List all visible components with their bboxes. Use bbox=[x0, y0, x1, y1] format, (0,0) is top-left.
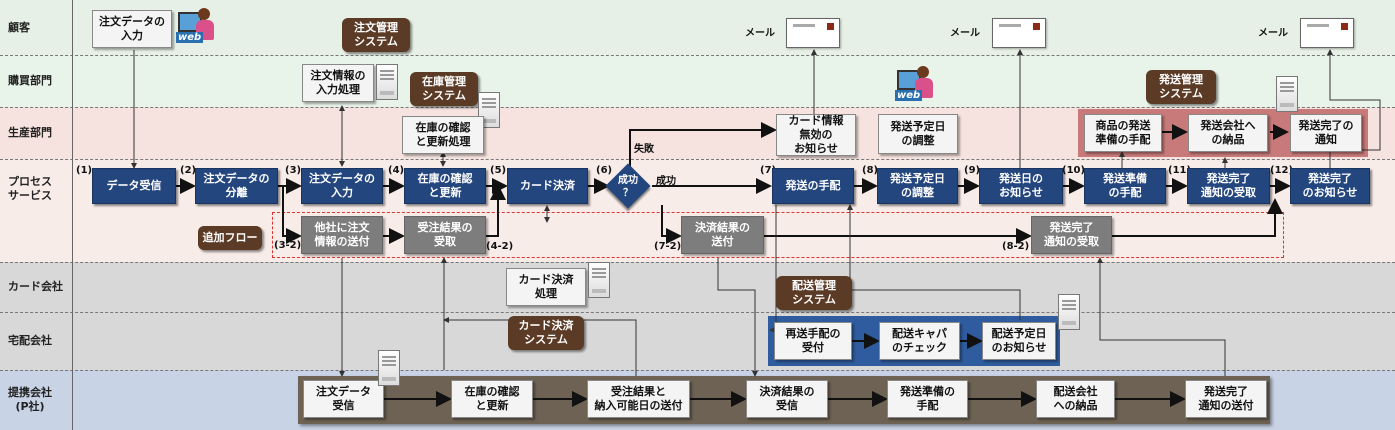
process-step-12[interactable]: 発送完了 のお知らせ bbox=[1290, 168, 1370, 204]
lane-customer bbox=[0, 0, 1395, 55]
process-step-1[interactable]: データ受信 bbox=[92, 168, 176, 204]
step-number: (8) bbox=[862, 165, 879, 176]
web-label: web bbox=[176, 32, 204, 43]
mail-label-1: メール bbox=[745, 28, 775, 39]
process-step-2[interactable]: 注文データの 分離 bbox=[195, 168, 278, 204]
web-user-icon: web bbox=[895, 64, 939, 106]
lane-label-courier: 宅配会社 bbox=[8, 334, 52, 348]
delivery-management-system: 配送管理 システム bbox=[776, 276, 852, 310]
process-step-4[interactable]: 在庫の確認 と更新 bbox=[404, 168, 486, 204]
lane-label-purchasing: 購買部門 bbox=[8, 74, 52, 88]
step-number: (11) bbox=[1168, 165, 1192, 176]
mail-icon bbox=[1300, 18, 1354, 48]
process-step-8[interactable]: 発送予定日 の調整 bbox=[877, 168, 958, 204]
card-invalid-notice[interactable]: カード情報 無効の お知らせ bbox=[776, 114, 856, 156]
courier-step-1[interactable]: 再送手配の 受付 bbox=[774, 322, 852, 360]
step-number: (8-2) bbox=[1002, 241, 1030, 252]
step-number: (3-2) bbox=[274, 240, 302, 251]
partner-step-1[interactable]: 注文データ 受信 bbox=[303, 380, 384, 418]
ship-prepare-process[interactable]: 商品の発送 準備の手配 bbox=[1084, 114, 1162, 152]
partner-step-7[interactable]: 発送完了 通知の送付 bbox=[1185, 380, 1267, 418]
extra-flow-tag: 追加フロー bbox=[198, 226, 262, 250]
step-number: (5) bbox=[490, 165, 507, 176]
mail-label-2: メール bbox=[950, 28, 980, 39]
extra-flow-region bbox=[272, 212, 1284, 258]
card-payment-system: カード決済 システム bbox=[508, 316, 584, 350]
courier-step-3[interactable]: 配送予定日 のお知らせ bbox=[982, 322, 1056, 360]
success-label: 成功 bbox=[656, 176, 676, 187]
partner-step-4[interactable]: 決済結果の 受信 bbox=[746, 380, 828, 418]
ship-done-notice-process[interactable]: 発送完了の 通知 bbox=[1290, 114, 1362, 152]
stock-management-system: 在庫管理 システム bbox=[410, 72, 478, 106]
partner-step-3[interactable]: 受注結果と 納入可能日の送付 bbox=[587, 380, 690, 418]
sub-step-8-2[interactable]: 発送完了 通知の受取 bbox=[1031, 216, 1112, 254]
web-label: web bbox=[895, 90, 923, 101]
process-step-7[interactable]: 発送の手配 bbox=[772, 168, 854, 204]
server-icon bbox=[378, 350, 400, 386]
lane-card-company bbox=[0, 262, 1395, 312]
server-icon bbox=[376, 64, 398, 100]
lane-label-partner: 提携会社 (P社) bbox=[8, 386, 52, 413]
step-number: (4) bbox=[388, 165, 405, 176]
step-number: (1) bbox=[76, 165, 93, 176]
step-number: (6) bbox=[596, 165, 613, 176]
lane-label-card-company: カード会社 bbox=[8, 280, 63, 294]
step-number: (7) bbox=[760, 165, 777, 176]
step-number: (12) bbox=[1270, 165, 1294, 176]
sub-step-4-2[interactable]: 受注結果の 受取 bbox=[404, 216, 486, 254]
web-user-icon: web bbox=[176, 6, 220, 48]
step-number: (10) bbox=[1062, 165, 1086, 176]
step-number: (4-2) bbox=[486, 241, 514, 252]
step-number: (3) bbox=[285, 165, 302, 176]
lane-label-customer: 顧客 bbox=[8, 20, 30, 34]
ship-management-system: 発送管理 システム bbox=[1146, 70, 1216, 104]
server-icon bbox=[588, 262, 610, 298]
decision-label: 成功 ？ bbox=[618, 175, 638, 199]
schedule-adjust-process[interactable]: 発送予定日 の調整 bbox=[878, 114, 958, 154]
mail-icon bbox=[786, 18, 840, 48]
customer-order-input[interactable]: 注文データの 入力 bbox=[92, 10, 172, 48]
lane-separator bbox=[72, 0, 73, 430]
order-management-system: 注文管理 システム bbox=[342, 18, 410, 52]
step-number: (2) bbox=[180, 165, 197, 176]
card-process[interactable]: カード決済 処理 bbox=[506, 268, 586, 306]
fail-label: 失敗 bbox=[634, 144, 654, 155]
process-step-11[interactable]: 発送完了 通知の受取 bbox=[1187, 168, 1270, 204]
courier-step-2[interactable]: 配送キャパ のチェック bbox=[879, 322, 960, 360]
step-number: (7-2) bbox=[654, 241, 682, 252]
partner-step-6[interactable]: 配送会社 への納品 bbox=[1036, 380, 1115, 418]
lane-label-process: プロセス サービス bbox=[8, 175, 52, 202]
process-step-3[interactable]: 注文データの 入力 bbox=[301, 168, 383, 204]
process-step-10[interactable]: 発送準備 の手配 bbox=[1084, 168, 1166, 204]
deliver-company-process[interactable]: 発送会社へ の納品 bbox=[1188, 114, 1268, 152]
partner-step-2[interactable]: 在庫の確認 と更新 bbox=[451, 380, 533, 418]
order-entry-process[interactable]: 注文情報の 入力処理 bbox=[302, 64, 374, 102]
process-step-5[interactable]: カード決済 bbox=[507, 168, 588, 204]
stock-check-process[interactable]: 在庫の確認 と更新処理 bbox=[402, 116, 484, 154]
lane-courier bbox=[0, 312, 1395, 370]
server-icon bbox=[1276, 76, 1298, 112]
sub-step-3-2[interactable]: 他社に注文 情報の送付 bbox=[301, 216, 383, 254]
step-number: (9) bbox=[964, 165, 981, 176]
sub-step-7-2[interactable]: 決済結果の 送付 bbox=[681, 216, 764, 254]
partner-step-5[interactable]: 発送準備の 手配 bbox=[887, 380, 968, 418]
mail-label-3: メール bbox=[1258, 28, 1288, 39]
server-icon bbox=[1058, 294, 1080, 330]
lane-label-production: 生産部門 bbox=[8, 126, 52, 140]
process-step-9[interactable]: 発送日の お知らせ bbox=[979, 168, 1063, 204]
mail-icon bbox=[992, 18, 1046, 48]
